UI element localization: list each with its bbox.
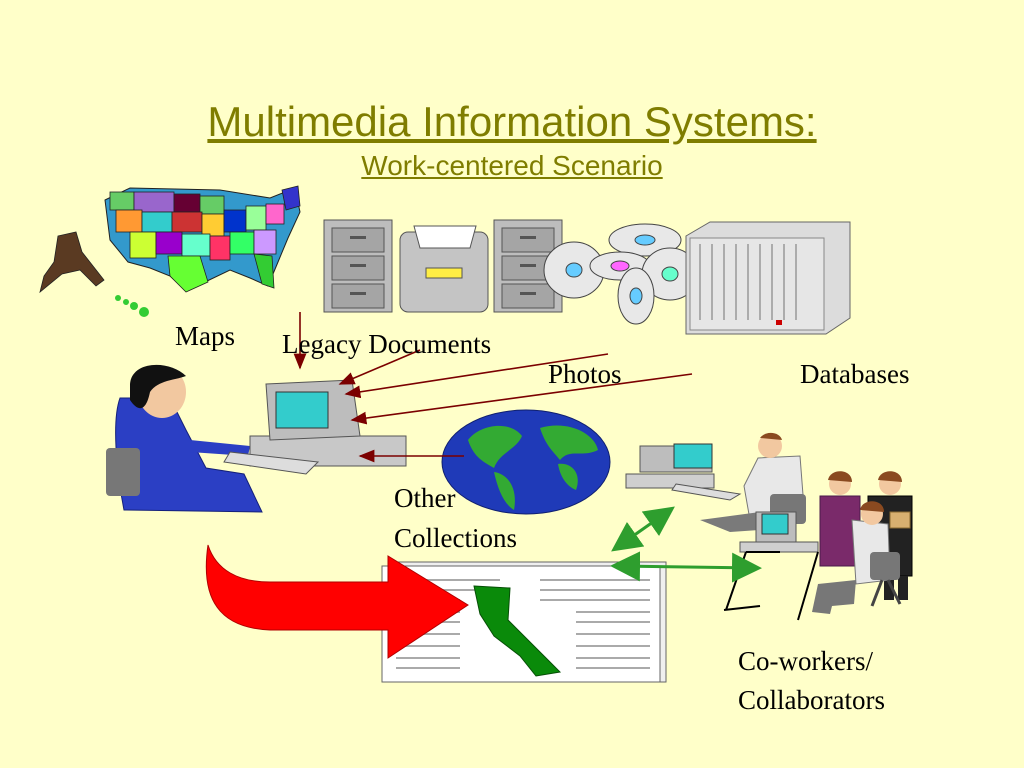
cd-discs-icon <box>543 223 699 325</box>
slide-subtitle: Work-centered Scenario <box>361 150 663 181</box>
slide-title: Multimedia Information Systems: <box>207 98 817 145</box>
maps-label: Maps <box>175 321 235 351</box>
us-map-icon <box>39 185 301 317</box>
other-collections-label-line1: Other <box>394 483 456 513</box>
photos-label: Photos <box>548 359 622 389</box>
coworkers-label-line1: Co-workers/ <box>738 646 873 676</box>
filing-cabinet-icon <box>493 219 563 313</box>
globe-icon <box>441 409 611 515</box>
other-collections-label-line2: Collections <box>394 523 517 553</box>
databases-label: Databases <box>800 359 910 389</box>
computer-workstation-icon <box>223 379 407 475</box>
filing-cabinet-icon <box>323 219 393 313</box>
coworkers-label-line2: Collaborators <box>738 685 885 715</box>
link-arrows <box>293 312 693 463</box>
collaboration-arrows <box>610 506 762 583</box>
big-red-arrow <box>205 544 469 659</box>
user-at-computer-icon <box>106 364 263 513</box>
legacy-documents-label: Legacy Documents <box>282 329 492 359</box>
coworkers-group-icon <box>625 432 913 621</box>
copier-icon <box>399 225 489 313</box>
database-server-icon <box>685 221 851 335</box>
